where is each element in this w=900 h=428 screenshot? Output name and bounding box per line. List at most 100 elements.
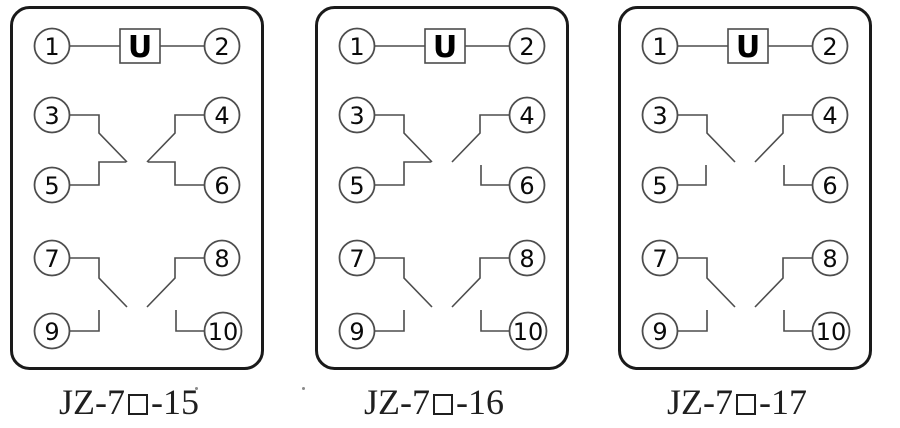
terminal-10-number: 10 <box>816 318 847 346</box>
terminal-1-circle <box>338 27 376 65</box>
contact-moving-arm <box>69 114 128 163</box>
terminal-6-circle <box>203 166 241 204</box>
model-prefix: JZ-7 <box>364 382 430 422</box>
terminal-3-number: 3 <box>44 102 59 130</box>
contact-fixed-lead-open <box>677 310 708 332</box>
terminal-9-circle <box>338 312 376 350</box>
model-suffix: -15 <box>151 382 199 422</box>
contact-moving-arm <box>69 257 128 308</box>
terminal-1-circle <box>641 27 679 65</box>
terminal-4-circle <box>203 96 241 134</box>
coil-box <box>119 28 161 64</box>
contact-fixed-lead-open <box>374 310 405 332</box>
terminal-6-circle <box>508 166 546 204</box>
contact-7-9 <box>374 257 433 332</box>
terminal-1-number: 1 <box>652 33 667 61</box>
contact-8-10 <box>754 257 813 332</box>
contact-3-5 <box>69 114 128 186</box>
coil-label: U <box>128 30 152 65</box>
contact-moving-arm <box>754 114 813 163</box>
contact-fixed-lead-closed <box>148 161 205 186</box>
contact-fixed-lead-closed <box>69 161 126 186</box>
terminal-4-number: 4 <box>519 102 534 130</box>
contact-moving-arm <box>374 114 433 163</box>
terminal-2-circle <box>203 27 241 65</box>
terminal-3-number: 3 <box>652 102 667 130</box>
contact-fixed-lead-closed <box>374 161 431 186</box>
contact-moving-arm <box>754 257 813 308</box>
coil-box <box>424 28 466 64</box>
card-border <box>315 6 569 370</box>
terminal-7-number: 7 <box>652 245 667 273</box>
contact-moving-arm <box>146 114 205 163</box>
terminal-8-circle <box>203 239 241 277</box>
terminal-8-number: 8 <box>214 245 229 273</box>
terminal-10-circle <box>508 311 548 351</box>
card-border <box>618 6 872 370</box>
terminal-8-number: 8 <box>519 245 534 273</box>
terminal-9-number: 9 <box>652 318 667 346</box>
terminal-5-circle <box>338 166 376 204</box>
model-label: JZ-7-16 <box>307 381 561 423</box>
contact-fixed-lead-open <box>783 310 813 332</box>
relay-schematic: U 1 2 3 4 <box>10 6 264 370</box>
terminal-2-circle <box>508 27 546 65</box>
model-placeholder-box <box>433 394 453 415</box>
terminal-7-circle <box>641 239 679 277</box>
terminal-5-number: 5 <box>349 172 364 200</box>
model-placeholder-box <box>736 394 756 415</box>
terminal-5-circle <box>641 166 679 204</box>
contact-moving-arm <box>677 114 736 163</box>
contact-3-5 <box>374 114 433 186</box>
terminal-10-number: 10 <box>208 318 239 346</box>
terminal-7-number: 7 <box>349 245 364 273</box>
contact-moving-arm <box>451 114 510 163</box>
terminal-9-circle <box>33 312 71 350</box>
terminal-1-number: 1 <box>44 33 59 61</box>
relay-diagram-card: U 1 2 3 4 <box>10 6 264 370</box>
contact-moving-arm <box>146 257 205 308</box>
coil-label: U <box>433 30 457 65</box>
scan-speck <box>302 387 305 390</box>
coil-box <box>727 28 769 64</box>
relay-diagram-card: U 1 2 3 4 5 6 <box>315 6 569 370</box>
terminal-4-circle <box>811 96 849 134</box>
terminal-9-number: 9 <box>44 318 59 346</box>
terminal-4-number: 4 <box>822 102 837 130</box>
model-label: JZ-7-17 <box>610 381 864 423</box>
terminal-3-circle <box>338 96 376 134</box>
model-label: JZ-7 -15 <box>2 381 256 423</box>
contact-moving-arm <box>677 257 736 308</box>
terminal-5-number: 5 <box>44 172 59 200</box>
terminal-10-number: 10 <box>513 318 544 346</box>
coil-label: U <box>736 30 760 65</box>
terminal-8-circle <box>811 239 849 277</box>
contact-moving-arm <box>451 257 510 308</box>
contact-4-6 <box>754 114 813 186</box>
terminal-3-circle <box>33 96 71 134</box>
terminal-6-circle <box>811 166 849 204</box>
contact-4-6 <box>146 114 205 186</box>
terminal-5-circle <box>33 166 71 204</box>
terminal-4-circle <box>508 96 546 134</box>
contact-3-5 <box>677 114 736 186</box>
contact-fixed-lead-open <box>480 310 510 332</box>
contact-7-9 <box>69 257 128 332</box>
terminal-7-number: 7 <box>44 245 59 273</box>
terminal-6-number: 6 <box>519 172 534 200</box>
terminal-2-number: 2 <box>822 33 837 61</box>
terminal-2-number: 2 <box>214 33 229 61</box>
terminal-6-number: 6 <box>822 172 837 200</box>
terminal-9-number: 9 <box>349 318 364 346</box>
terminal-4-number: 4 <box>214 102 229 130</box>
model-placeholder-box <box>128 394 148 415</box>
contact-8-10 <box>146 257 205 332</box>
terminal-8-number: 8 <box>822 245 837 273</box>
terminal-3-number: 3 <box>349 102 364 130</box>
card-border <box>10 6 264 370</box>
terminal-1-circle <box>33 27 71 65</box>
scan-speck <box>195 387 198 390</box>
model-prefix: JZ-7 <box>59 382 125 422</box>
terminal-3-circle <box>641 96 679 134</box>
relay-schematic: U 1 2 3 4 5 6 <box>618 6 872 370</box>
